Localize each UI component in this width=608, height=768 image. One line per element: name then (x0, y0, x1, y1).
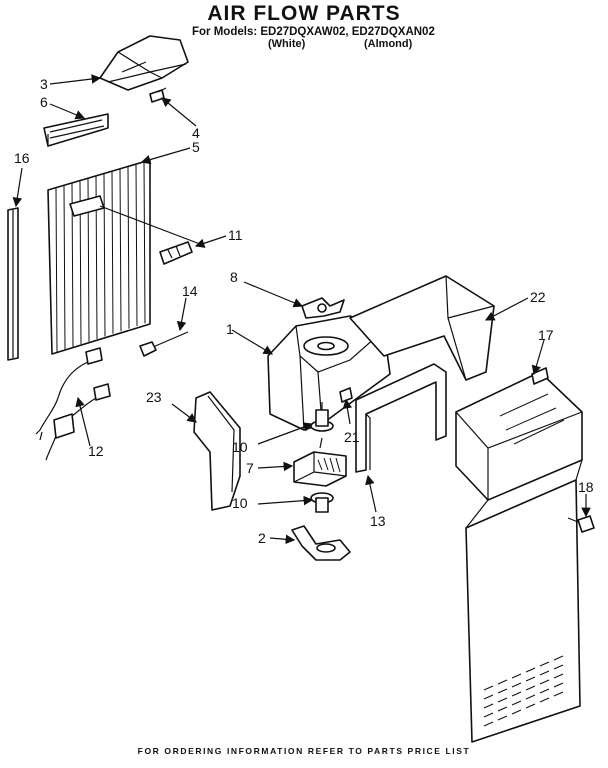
callout-3: 3 (40, 76, 48, 92)
callout-16: 16 (14, 150, 30, 166)
part-10-grommet-lower (310, 492, 334, 513)
part-16-gasket (7, 207, 19, 361)
part-22-top-panel (349, 275, 495, 381)
callout-12: 12 (88, 443, 104, 459)
ordering-footer: FOR ORDERING INFORMATION REFER TO PARTS … (137, 746, 471, 756)
leader-lines (12, 74, 591, 545)
part-2-motor-bracket (291, 525, 351, 561)
callout-21: 21 (344, 429, 360, 445)
callout-23: 23 (146, 389, 162, 405)
callout-10-upper: 10 (232, 439, 248, 455)
part-11-bracket (159, 241, 193, 265)
callout-7: 7 (246, 460, 254, 476)
part-21-screw (339, 387, 353, 403)
variant-almond: (Almond) (364, 38, 413, 50)
callout-5: 5 (192, 139, 200, 155)
part-14-probe (139, 331, 189, 357)
callout-18: 18 (578, 479, 594, 495)
callout-14: 14 (182, 283, 198, 299)
callout-17: 17 (538, 327, 554, 343)
variant-white: (White) (268, 38, 306, 50)
part-17-duct-shroud (455, 367, 583, 501)
callout-2: 2 (258, 530, 266, 546)
part-23-side-baffle (193, 391, 241, 511)
part-13-channel (355, 363, 447, 473)
callout-6: 6 (40, 94, 48, 110)
callout-1: 1 (226, 321, 234, 337)
part-10-grommet-upper (310, 402, 334, 432)
callout-10-lower: 10 (232, 495, 248, 511)
part-18-screw (567, 515, 595, 533)
callout-13: 13 (370, 513, 386, 529)
part-6-grille (43, 113, 109, 147)
callout-22: 22 (530, 289, 546, 305)
part-7-fan-motor (293, 437, 347, 487)
part-3-duct-cover (99, 35, 189, 91)
callout-4: 4 (192, 125, 200, 141)
part-1-fan-housing (267, 315, 391, 431)
part-12-harness (35, 347, 111, 461)
part-8-fan-blade (301, 297, 345, 319)
part-17-lower-duct (465, 459, 583, 743)
page-title: AIR FLOW PARTS (207, 2, 401, 25)
callout-8: 8 (230, 269, 238, 285)
part-5-evaporator-cover (47, 159, 151, 355)
callout-11: 11 (228, 227, 243, 243)
models-line: For Models: ED27DQXAW02, ED27DQXAN02 (192, 26, 435, 38)
